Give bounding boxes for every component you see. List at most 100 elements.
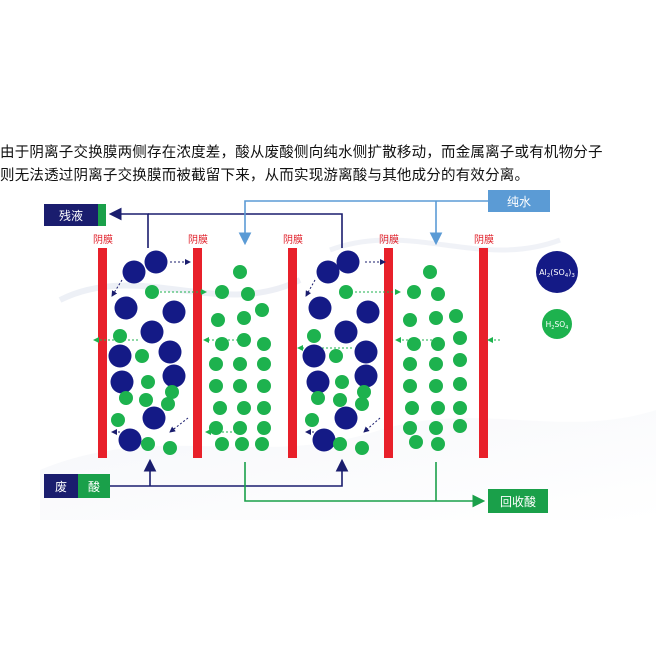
salt-particle [316,260,340,284]
acid-particle [431,401,445,415]
acid-particle [407,285,421,299]
acid-particle [357,385,371,399]
salt-particle [354,364,378,388]
acid-particle [403,357,417,371]
salt-particle [142,406,166,430]
membrane-label-3: 阴膜 [283,234,303,246]
legend-salt-circle [536,251,578,293]
salt-particle [118,428,142,452]
acid-particle [237,401,251,415]
acid-particle [423,265,437,279]
acid-particle [257,337,271,351]
membrane-label-4: 阴膜 [379,234,399,246]
salt-particle [334,406,358,430]
acid-particle [453,331,467,345]
recovered-acid-label: 回收酸 [500,494,536,509]
acid-particle [355,441,369,455]
acid-particle [235,437,249,451]
salt-particle [356,300,380,324]
acid-particle [355,397,369,411]
salt-particle [312,428,336,452]
salt-particle [306,370,330,394]
acid-particle [233,421,247,435]
acid-particle [233,357,247,371]
acid-particle [165,385,179,399]
acid-particle [429,357,443,371]
residual-label: 残液 [59,208,83,223]
acid-particle [453,401,467,415]
acid-particle [429,421,443,435]
pure-water-label: 纯水 [507,195,531,209]
acid-particle [329,349,343,363]
acid-particle [407,337,421,351]
acid-particle [403,421,417,435]
salt-particle [354,340,378,364]
particles [108,250,467,455]
membrane-1 [98,248,107,458]
acid-particle [339,285,353,299]
acid-label: 酸 [88,479,100,494]
acid-particle [255,437,269,451]
acid-particle [429,311,443,325]
membrane-2 [193,248,202,458]
membrane-labels: 阴膜 阴膜 阴膜 阴膜 阴膜 [93,234,494,246]
acid-particle [333,393,347,407]
acid-particle [215,285,229,299]
salt-particle [110,370,134,394]
membrane-label-5: 阴膜 [474,234,494,246]
legend-acid-circle [542,309,572,339]
acid-particle [311,391,325,405]
salt-particle [122,260,146,284]
acid-particle [403,379,417,393]
acid-particle [257,357,271,371]
acid-particle [213,401,227,415]
salt-particle [114,296,138,320]
membrane-label-1: 阴膜 [93,234,113,246]
recovered-acid-flow-lines [244,462,486,508]
waste-acid-flow-lines [110,458,349,487]
acid-particle [429,379,443,393]
legend-salt-label: Al2(SO4)3 [539,268,575,279]
acid-particle [209,421,223,435]
acid-particle [139,393,153,407]
membrane-5 [479,248,488,458]
acid-particle [431,337,445,351]
acid-particle [431,437,445,451]
acid-particle [113,329,127,343]
legend-acid-label: H2SO4 [546,320,569,331]
salt-particle [162,364,186,388]
acid-particle [111,413,125,427]
salt-particle [158,340,182,364]
residual-flow-lines [108,207,343,248]
pure-water-flow-lines [238,200,488,246]
acid-particle [403,313,417,327]
salt-particle [108,344,132,368]
acid-particle [215,337,229,351]
waste-label: 废 [55,479,67,494]
acid-particle [257,379,271,393]
recovered-acid-label-box: 回收酸 [488,489,548,513]
salt-particle [162,300,186,324]
membrane-label-2: 阴膜 [188,234,208,246]
acid-particle [211,313,225,327]
caption-line-2: 则无法透过阴离子交换膜而被截留下来，从而实现游离酸与其他成分的有效分离。 [0,168,530,184]
salt-particle [140,320,164,344]
acid-particle [257,401,271,415]
acid-particle [453,353,467,367]
acid-particle [119,391,133,405]
acid-particle [135,349,149,363]
acid-particle [257,421,271,435]
acid-particle [209,357,223,371]
acid-particle [215,437,229,451]
acid-particle [405,401,419,415]
acid-particle [233,265,247,279]
membrane-3 [288,248,297,458]
legend: Al2(SO4)3 H2SO4 [536,251,578,339]
acid-particle [161,397,175,411]
acid-particle [255,303,269,317]
acid-particle [305,413,319,427]
acid-particle [145,285,159,299]
acid-particle [453,377,467,391]
acid-particle [307,329,321,343]
